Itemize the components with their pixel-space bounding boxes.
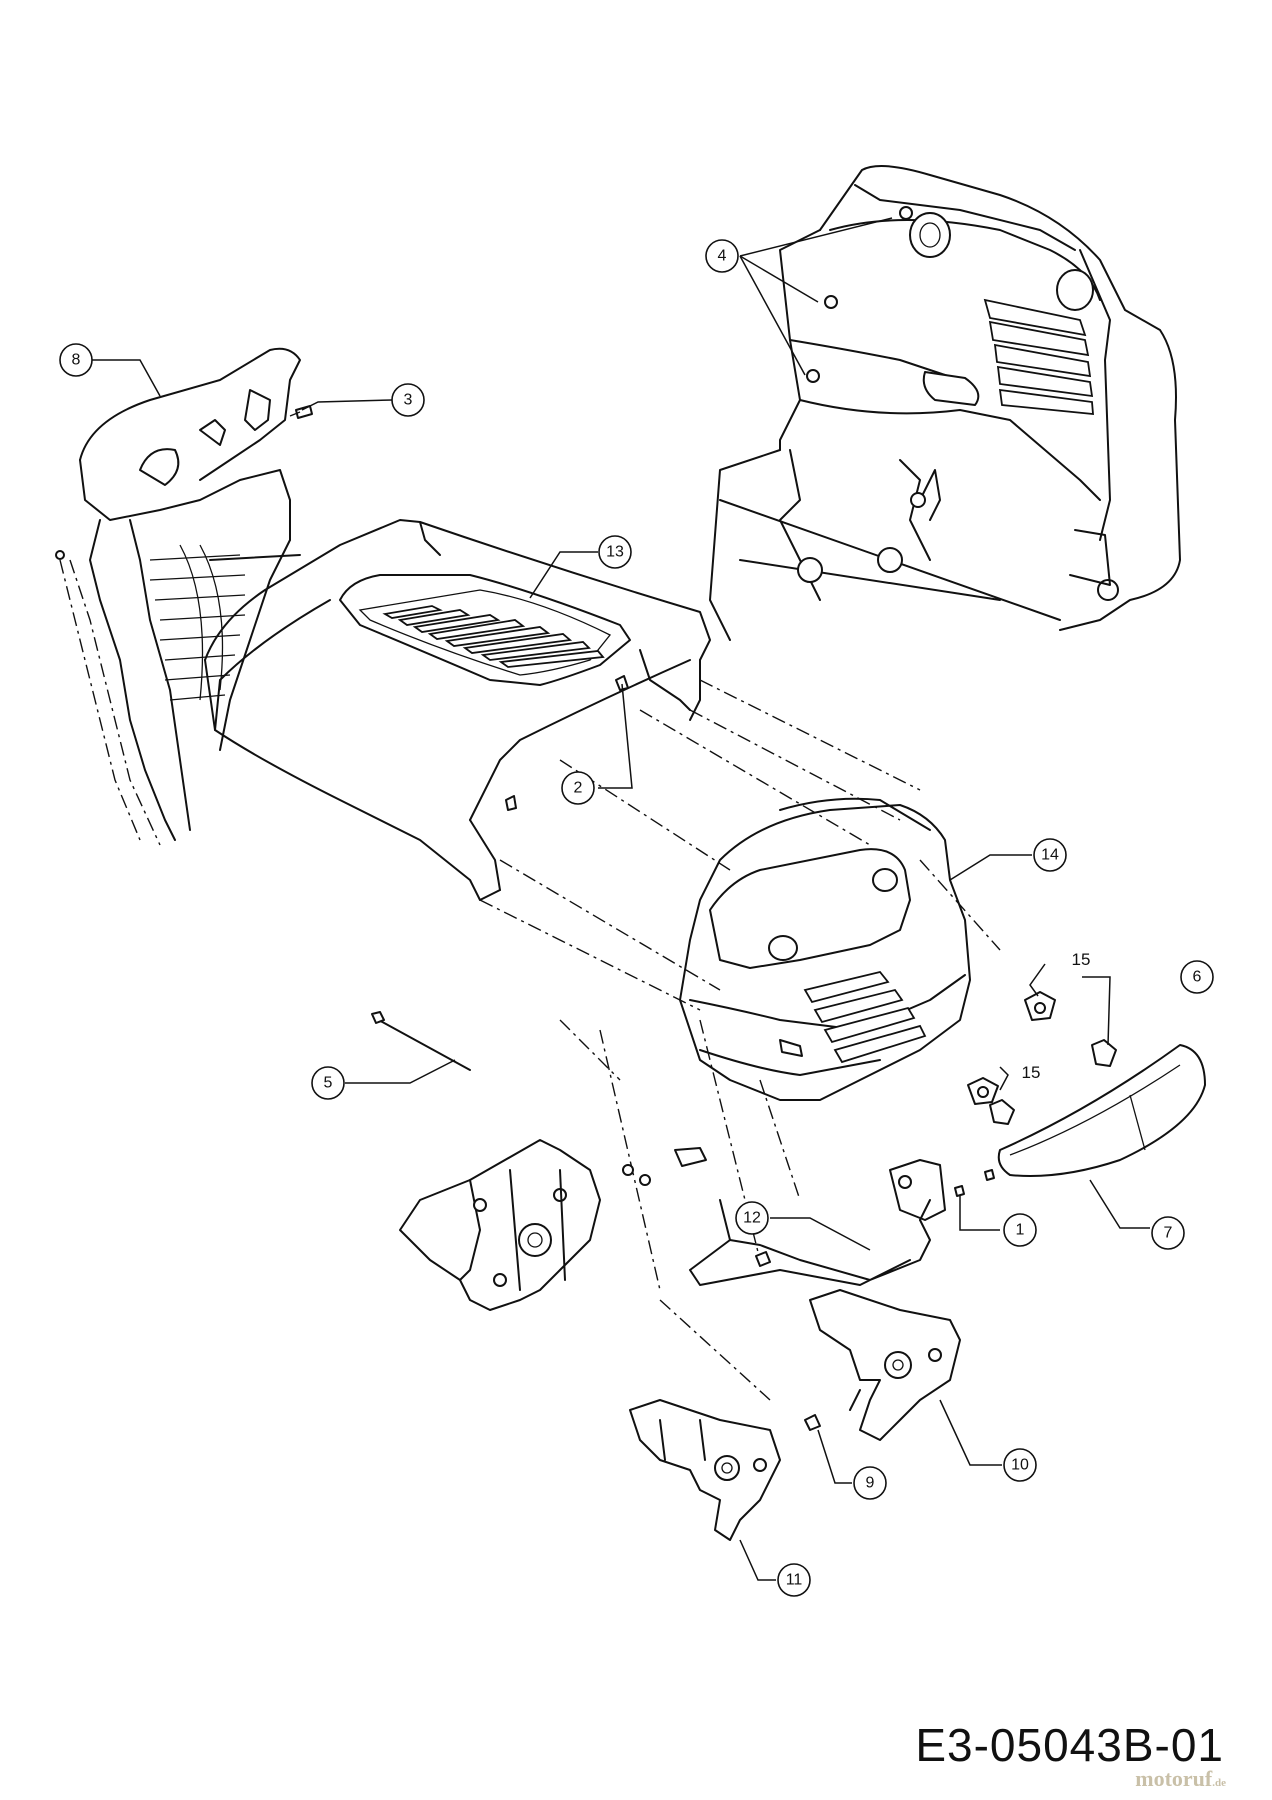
screws-left: [622, 1147, 707, 1186]
callout-number: 6: [1193, 969, 1202, 986]
callout-number: 5: [324, 1075, 333, 1092]
grille-slats: [803, 970, 927, 1064]
callout-number: 14: [1041, 847, 1059, 864]
callout-number: 1: [1016, 1222, 1025, 1239]
callout-5: 5: [311, 1066, 345, 1100]
callout-12: 12: [735, 1201, 769, 1235]
callout-6: 6: [1180, 960, 1214, 994]
callout-number: 4: [718, 248, 727, 265]
callout-13: 13: [598, 535, 632, 569]
callout-9: 9: [853, 1466, 887, 1500]
callout-number: 8: [72, 352, 81, 369]
bracket-part-12: [689, 1199, 931, 1286]
callout-number: 13: [606, 544, 624, 561]
callout-2: 2: [561, 771, 595, 805]
callout-4: 4: [705, 239, 739, 273]
hood-vent-slats: [382, 605, 605, 668]
callout-11: 11: [777, 1563, 811, 1597]
callout-number: 10: [1011, 1457, 1029, 1474]
cable-tie-part-5: [371, 1011, 471, 1071]
callout-3: 3: [391, 383, 425, 417]
hood-part-13: [204, 519, 711, 901]
lens-part-7: [997, 1044, 1206, 1177]
bolt-part-9: [804, 1414, 821, 1431]
left-side-plate-part-11: [629, 1399, 781, 1541]
callout-10: 10: [1003, 1448, 1037, 1482]
callout-number: 2: [574, 780, 583, 797]
assembly-guides: [479, 679, 1001, 1401]
watermark-logo: motoruf.de: [1135, 1766, 1226, 1792]
drawing-code: E3-05043B-01: [915, 1719, 1224, 1771]
callout-number: 12: [743, 1210, 761, 1227]
dash-panel-part-8: [55, 347, 301, 846]
watermark-brand: motoruf: [1135, 1766, 1213, 1791]
bulb-part-6: [989, 1039, 1117, 1125]
clip-part-15-upper: [1024, 991, 1056, 1021]
watermark-tld: .de: [1212, 1777, 1226, 1789]
screw-part-3: [289, 405, 313, 419]
label-15-upper: 15: [1072, 950, 1091, 969]
callout-14: 14: [1033, 838, 1067, 872]
inset-grille: [983, 298, 1094, 416]
small-bracket-part-1: [889, 1159, 995, 1221]
callout-7: 7: [1151, 1216, 1185, 1250]
callout-1: 1: [1003, 1213, 1037, 1247]
leader-lines: [92, 217, 1150, 1581]
assembled-view-inset: [709, 165, 1181, 641]
callout-number: 11: [786, 1572, 803, 1589]
label-15-lower: 15: [1022, 1063, 1041, 1082]
dash-vents: [149, 544, 246, 701]
callout-number: 7: [1164, 1225, 1173, 1242]
right-side-plate-part-10: [809, 1289, 961, 1441]
callout-number: 3: [404, 392, 413, 409]
grille-nose-part-14: [679, 797, 971, 1101]
callout-8: 8: [59, 343, 93, 377]
left-mounting-plate: [399, 1139, 601, 1311]
clip-part-15-lower: [967, 1077, 999, 1105]
callout-number: 9: [866, 1475, 875, 1492]
